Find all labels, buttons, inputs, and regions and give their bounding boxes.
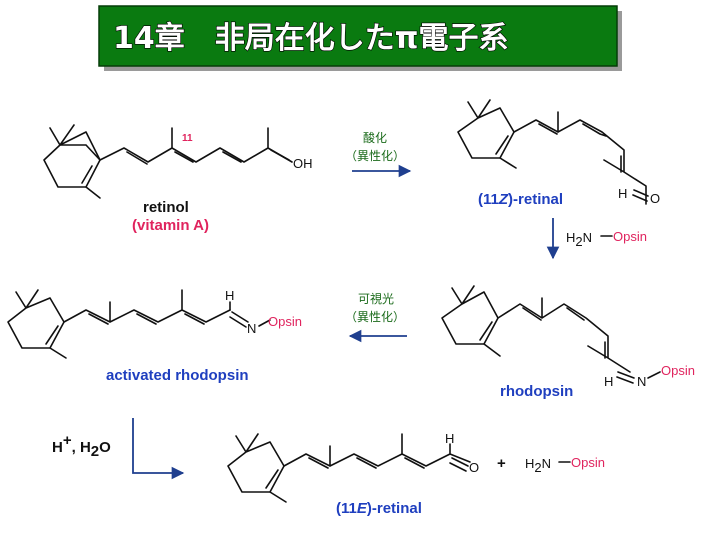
trans-retinal-h: H [445,431,454,446]
opsin-product: + H2N Opsin [497,455,605,475]
product-amine: H2N [525,456,551,475]
activated-rhodopsin-name: activated rhodopsin [106,367,249,384]
rhodopsin-opsin: Opsin [661,363,695,378]
plus-sign: + [497,455,506,472]
rhodopsin-name: rhodopsin [500,383,573,400]
retinol-oh: OH [293,156,313,171]
activated-h: H [225,288,234,303]
cis-retinal-o: O [650,191,660,206]
title-banner: 14章 非局在化したπ電子系 [98,5,622,71]
vitamin-a-label: (vitamin A) [132,217,209,234]
hydrolysis-reagent: H+, H2O [52,432,111,460]
trans-retinal-name: (11E)-retinal [336,500,422,517]
title-box [98,5,618,67]
rhodopsin-structure: H N Opsin rhodopsin [441,285,695,400]
amine-opsin: Opsin [613,229,647,244]
retinol-structure: 11 OH retinol (vitamin A) [43,124,313,234]
cis-retinal-h: H [618,186,627,201]
amine-reagent: H2N [566,230,592,249]
light-label: 可視光 [358,291,394,306]
oxidation-label: 酸化 [363,130,387,145]
amine-step: H2N Opsin [546,218,647,260]
cis-retinal-name: (11Z)-retinal [478,191,563,208]
light-isomerization-label: （異性化） [345,310,405,324]
cis-retinal-structure: H O (11Z)-retinal [457,99,660,208]
trans-retinal-structure: H O (11E)-retinal [227,431,479,517]
retinol-name: retinol [143,199,189,216]
oxidation-step: 酸化 （異性化） [345,130,412,178]
rhodopsin-n: N [637,374,646,389]
activated-rhodopsin-structure: H N Opsin activated rhodopsin [7,288,302,384]
light-step: 可視光 （異性化） [345,291,407,343]
hydrolysis-arrow [132,418,185,480]
locant-11: 11 [182,133,193,144]
hydrolysis-step: H+, H2O [52,418,185,480]
rhodopsin-h: H [604,374,613,389]
trans-retinal-o: O [469,460,479,475]
rhodopsin-n-bond [647,371,661,379]
page-title: 14章 非局在化したπ電子系 [113,21,508,56]
activated-n-bond [258,319,271,327]
product-opsin: Opsin [571,455,605,470]
oxidation-isomerization-label: （異性化） [345,149,405,163]
activated-opsin: Opsin [268,314,302,329]
activated-n: N [247,321,256,336]
